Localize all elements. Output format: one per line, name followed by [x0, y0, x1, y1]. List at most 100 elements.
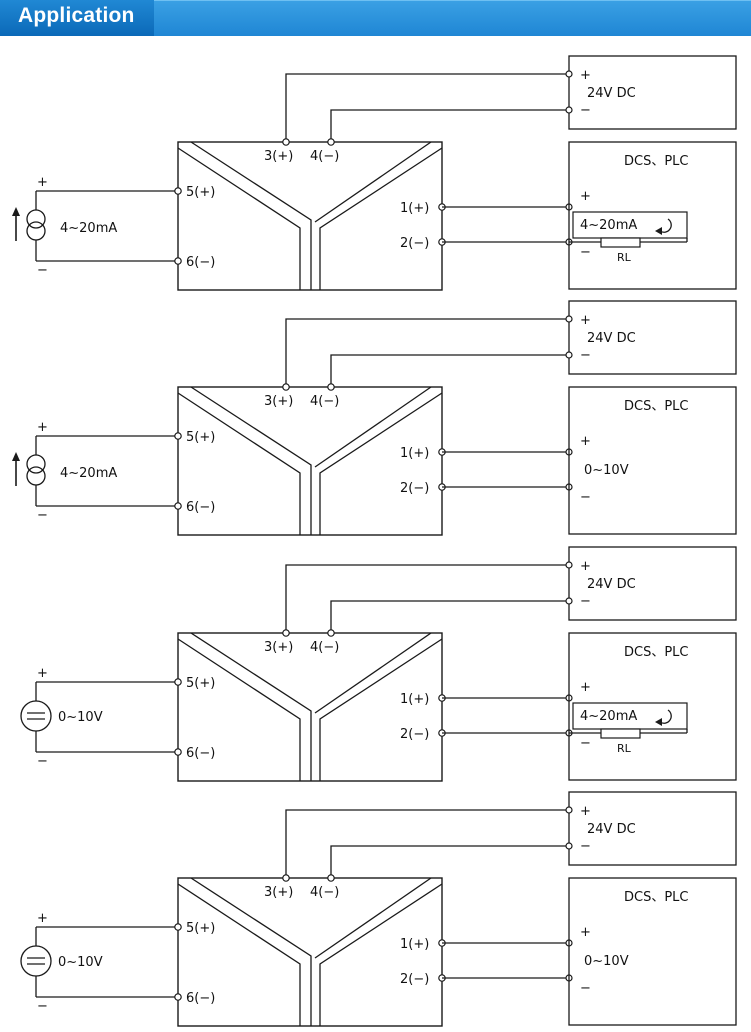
isolation-barrier-line [319, 392, 443, 535]
receiver-plus-sign: + [580, 434, 591, 449]
current-source-ring [26, 454, 46, 474]
power-supply-box [568, 300, 737, 375]
terminal-1-label: 1(+) [400, 446, 429, 461]
plus-sign: + [580, 68, 591, 83]
isolation-barrier-line [319, 638, 443, 781]
supply-label: 24V DC [587, 822, 636, 837]
input-plus-sign: + [37, 666, 48, 681]
receiver-label: DCS、PLC [624, 890, 689, 905]
isolation-barrier-line [177, 883, 301, 1026]
loop-arrow-arc [659, 709, 672, 724]
voltage-source-ring [20, 945, 52, 977]
input-minus-sign: − [37, 754, 48, 769]
receiver-minus-sign: − [580, 245, 591, 260]
receiver-plus-sign: + [580, 925, 591, 940]
receiver-minus-sign: − [580, 490, 591, 505]
supply-terminal-dot [565, 315, 573, 323]
supply-terminal-dot [565, 351, 573, 359]
isolation-barrier-line [177, 147, 301, 290]
current-source-ring [26, 466, 46, 486]
isolator-module [177, 877, 443, 1027]
load-resistor [600, 237, 641, 248]
supply-terminal-dot [565, 842, 573, 850]
terminal-3-label: 3(+) [264, 394, 293, 409]
output-signal-label: 0~10V [584, 463, 629, 478]
receiver-box [568, 386, 737, 535]
input-signal-label: 0~10V [58, 710, 103, 725]
terminal-2-label: 2(−) [400, 481, 429, 496]
loop-arrow-head [655, 227, 662, 235]
terminal-5-dot [174, 187, 182, 195]
supply-label: 24V DC [587, 331, 636, 346]
power-supply-box [568, 55, 737, 130]
isolator-module [177, 386, 443, 536]
terminal-4-label: 4(−) [310, 885, 339, 900]
plus-sign: + [580, 804, 591, 819]
terminal-4-dot [327, 629, 335, 637]
terminal-3-dot [282, 874, 290, 882]
voltage-source-icon [20, 945, 52, 977]
terminal-1-label: 1(+) [400, 692, 429, 707]
output-signal-label: 4~20mA [580, 709, 637, 724]
terminal-2-label: 2(−) [400, 236, 429, 251]
receiver-label: DCS、PLC [624, 399, 689, 414]
input-minus-sign: − [37, 263, 48, 278]
supply-terminal-dot [565, 70, 573, 78]
receiver-plus-sign: + [580, 189, 591, 204]
isolation-barrier-line [319, 147, 443, 290]
terminal-6-dot [174, 748, 182, 756]
current-source-ring [26, 221, 46, 241]
terminal-6-label: 6(−) [186, 500, 215, 515]
terminal-3-dot [282, 383, 290, 391]
terminal-5-label: 5(+) [186, 185, 215, 200]
loop-arrow-icon [655, 709, 672, 726]
isolation-barrier-line [177, 638, 301, 781]
terminal-5-label: 5(+) [186, 921, 215, 936]
isolator-module [177, 141, 443, 291]
terminal-3-dot [282, 138, 290, 146]
input-minus-sign: − [37, 999, 48, 1014]
minus-sign: − [580, 839, 591, 854]
supply-negative-wire [330, 600, 569, 633]
plus-sign: + [580, 313, 591, 328]
plus-sign: + [580, 559, 591, 574]
supply-terminal-dot [565, 597, 573, 605]
terminal-5-dot [174, 923, 182, 931]
isolation-barrier-line [190, 877, 312, 1026]
loop-arrow-head [655, 718, 662, 726]
terminal-3-label: 3(+) [264, 640, 293, 655]
isolation-barrier-line [314, 632, 432, 714]
terminal-5-dot [174, 432, 182, 440]
arrow-head [12, 207, 20, 216]
terminal-1-label: 1(+) [400, 937, 429, 952]
supply-negative-wire [330, 845, 569, 878]
input-plus-sign: + [37, 175, 48, 190]
supply-positive-wire [285, 73, 569, 142]
receiver-plus-sign: + [580, 680, 591, 695]
supply-positive-wire [285, 564, 569, 633]
output-signal-label: 4~20mA [580, 218, 637, 233]
load-resistor-label: RL [617, 251, 632, 264]
isolation-barrier-line [319, 883, 443, 1026]
terminal-4-label: 4(−) [310, 640, 339, 655]
receiver-box [568, 877, 737, 1026]
header-tab: Application [0, 0, 154, 36]
isolation-barrier-line [190, 386, 312, 535]
receiver-box [568, 632, 737, 781]
input-signal-label: 0~10V [58, 955, 103, 970]
isolation-barrier-line [314, 141, 432, 223]
voltage-source-ring [20, 700, 52, 732]
minus-sign: − [580, 103, 591, 118]
supply-negative-wire [330, 354, 569, 387]
page-title: Application [18, 4, 135, 27]
wiring-diagram-4: +24V DC−3(+)4(−)5(+)6(−)+−0~10V1(+)2(−)D… [20, 791, 737, 1027]
minus-sign: − [580, 594, 591, 609]
input-minus-sign: − [37, 508, 48, 523]
voltage-source-icon [20, 700, 52, 732]
terminal-1-label: 1(+) [400, 201, 429, 216]
input-plus-sign: + [37, 420, 48, 435]
supply-negative-wire [330, 109, 569, 142]
arrow-head [12, 452, 20, 461]
loop-arrow-arc [659, 218, 672, 233]
